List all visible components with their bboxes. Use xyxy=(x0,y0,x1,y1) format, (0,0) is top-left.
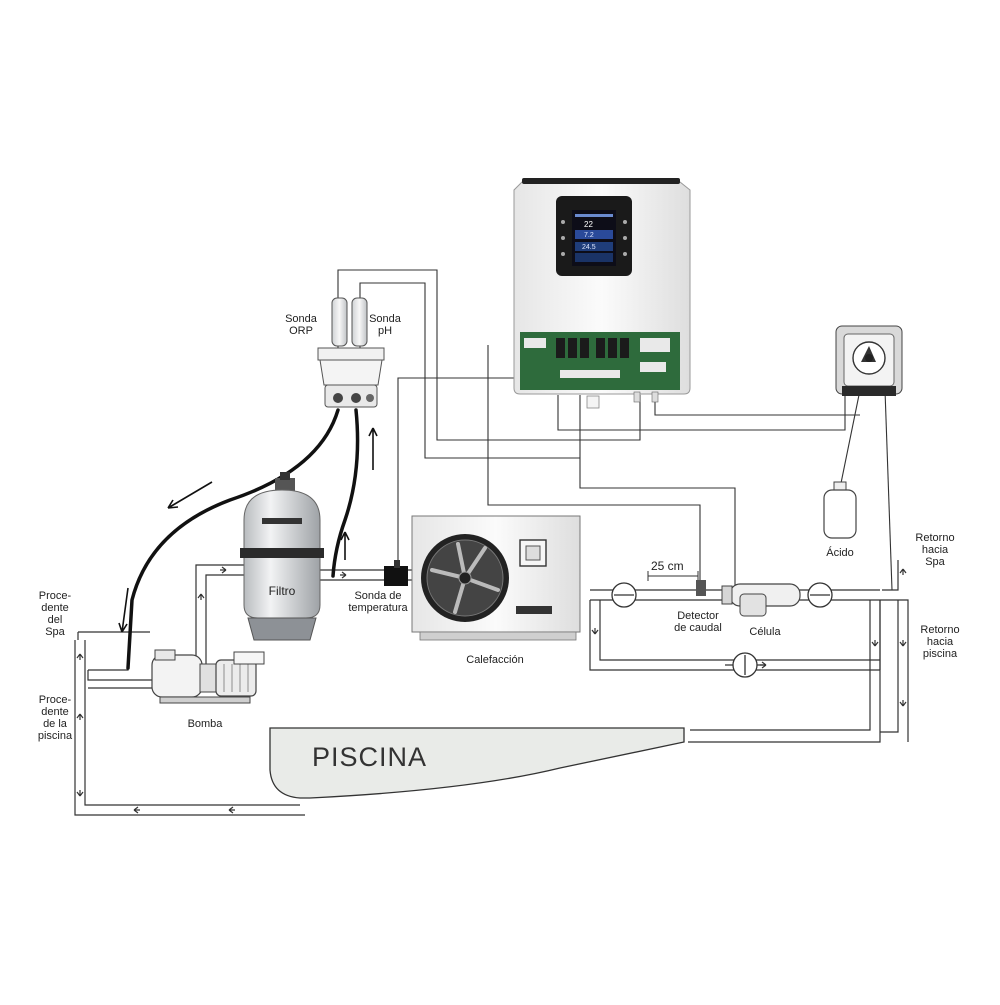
temperature-probe xyxy=(384,560,408,586)
orp-probe xyxy=(331,297,348,347)
flow-detector xyxy=(696,580,706,596)
hose-arrows xyxy=(118,427,378,633)
controller-unit xyxy=(513,178,691,409)
label-celula: Célula xyxy=(749,626,781,638)
label-calefaccion: Calefacción xyxy=(466,654,524,666)
probe-hoses xyxy=(126,408,360,670)
acid-tank xyxy=(823,481,857,539)
screen-reading-2: 7.2 xyxy=(584,232,594,239)
ph-probe xyxy=(351,297,368,347)
label-filtro: Filtro xyxy=(268,584,296,598)
dosing-pump xyxy=(835,325,903,396)
sand-filter xyxy=(240,472,324,641)
label-distancia: 25 cm xyxy=(651,559,684,573)
signal-cables xyxy=(337,269,893,591)
circulation-pump xyxy=(151,649,265,704)
line-valves xyxy=(611,582,833,678)
heat-pump xyxy=(411,515,581,641)
probe-holder xyxy=(317,297,385,408)
screen-reading-1: 22 xyxy=(584,220,593,229)
label-piscina: PISCINA xyxy=(312,742,428,772)
distance-marker xyxy=(647,571,699,581)
pipe-network xyxy=(74,560,909,816)
label-acido: Ácido xyxy=(826,547,854,559)
electrolysis-cell xyxy=(721,583,801,617)
pool-shape xyxy=(269,727,685,799)
label-bomba: Bomba xyxy=(187,718,223,730)
screen-reading-3: 24.5 xyxy=(582,244,596,251)
